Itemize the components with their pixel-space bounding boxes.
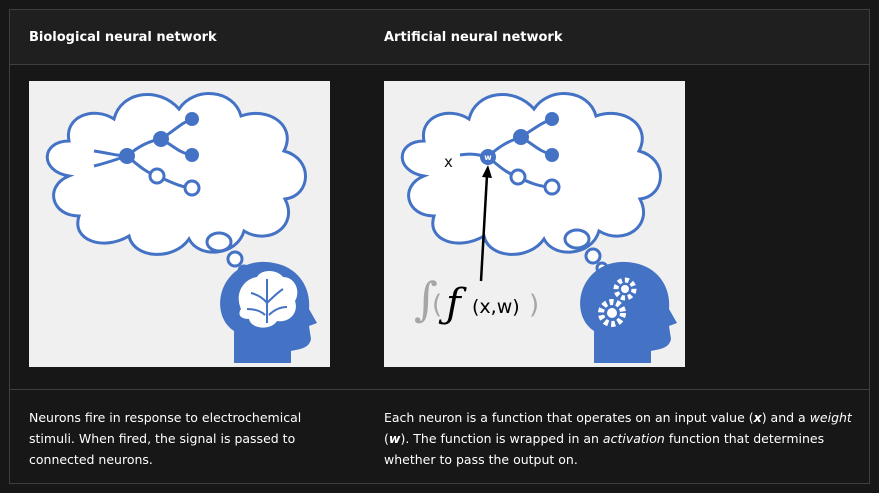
artificial-text-part3: ( <box>384 431 389 446</box>
header-biological: Biological neural network <box>29 30 217 45</box>
artificial-text-part1: Each neuron is a function that operates … <box>384 410 754 425</box>
neuron-network-icon: w x <box>444 112 561 196</box>
activation-term: activation <box>602 431 665 446</box>
activation-close-paren-icon: ) <box>529 290 539 320</box>
artificial-illustration: w x ∫ ( ƒ (x,w) ) <box>384 81 685 367</box>
weight-term: weight <box>809 410 852 425</box>
formula-args: (x,w) <box>472 296 520 318</box>
artificial-text-part5: function that determines whether to pass… <box>384 431 825 467</box>
thought-cloud-icon <box>45 92 307 256</box>
function-f-icon: ƒ <box>438 281 467 327</box>
table-header-row: Biological neural network Artificial neu… <box>10 10 869 65</box>
arrow-icon <box>479 165 492 282</box>
artificial-text-part4: ). The function is wrapped in an <box>400 431 603 446</box>
artificial-description: Each neuron is a function that operates … <box>384 407 854 470</box>
description-row: Neurons fire in response to electrochemi… <box>10 390 869 484</box>
integral-icon: ∫ <box>414 272 438 326</box>
head-brain-icon <box>220 261 317 363</box>
artificial-diagram-svg: w x ∫ ( ƒ (x,w) ) <box>400 92 677 363</box>
biological-description: Neurons fire in response to electrochemi… <box>29 410 302 467</box>
weight-label: w <box>484 153 492 162</box>
activation-open-paren-icon: ( <box>432 290 442 320</box>
activation-formula: ∫ ( ƒ (x,w) ) <box>414 272 539 327</box>
weight-w-term: w <box>388 431 401 446</box>
biological-illustration <box>29 81 330 367</box>
header-artificial: Artificial neural network <box>384 30 563 45</box>
thought-cloud-icon <box>400 92 662 256</box>
neuron-network-icon <box>93 112 201 197</box>
comparison-table: Biological neural network Artificial neu… <box>9 9 870 484</box>
input-label: x <box>444 153 453 171</box>
biological-diagram-svg <box>45 92 317 363</box>
artificial-text-part2: ) and a <box>761 410 810 425</box>
input-x-term: x <box>753 410 762 425</box>
head-gears-icon <box>580 261 677 363</box>
illustration-row: w x ∫ ( ƒ (x,w) ) <box>10 65 869 390</box>
